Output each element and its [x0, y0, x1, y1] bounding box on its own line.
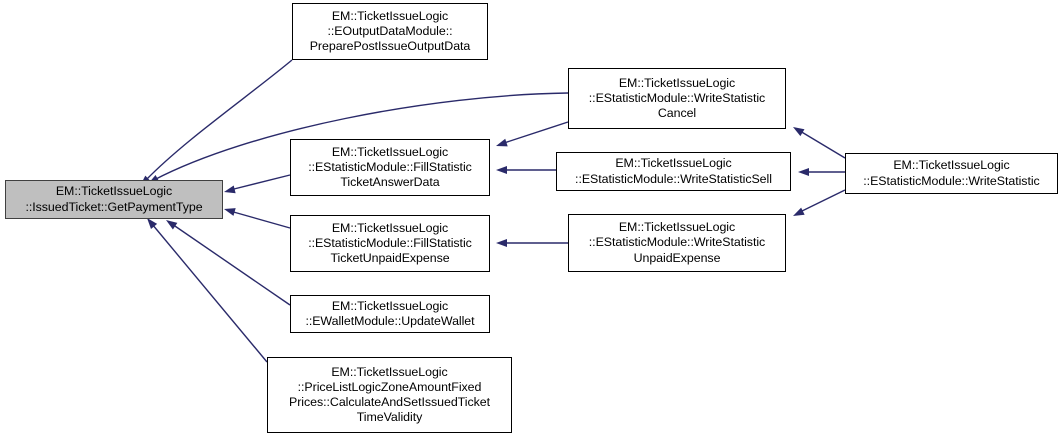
graph-node-label: EM::TicketIssueLogic ::EStatisticModule:… [863, 158, 1040, 188]
graph-node-label: EM::TicketIssueLogic ::EStatisticModule:… [588, 75, 766, 121]
graph-node-label: EM::TicketIssueLogic ::EStatisticModule:… [308, 144, 472, 190]
graph-node-update-wallet[interactable]: EM::TicketIssueLogic ::EWalletModule::Up… [290, 295, 490, 333]
graph-edge-write-statistic-to-write-statistic-unpaid-expense [793, 189, 846, 216]
graph-node-label: EM::TicketIssueLogic ::EStatisticModule:… [308, 220, 472, 266]
graph-node-label: EM::TicketIssueLogic ::EOutputDataModule… [309, 8, 471, 54]
graph-node-get-payment-type[interactable]: EM::TicketIssueLogic ::IssuedTicket::Get… [5, 180, 223, 219]
graph-node-label: EM::TicketIssueLogic ::EWalletModule::Up… [305, 298, 475, 328]
graph-edge-write-statistic-to-write-statistic-sell [798, 168, 845, 176]
graph-node-write-statistic-cancel[interactable]: EM::TicketIssueLogic ::EStatisticModule:… [568, 68, 786, 129]
graph-edge-write-statistic-sell-to-fill-statistic-ticket-answer-data [496, 166, 556, 174]
graph-node-label: EM::TicketIssueLogic ::IssuedTicket::Get… [25, 184, 203, 214]
graph-node-calculate-and-set-issued-ticket-time-validity[interactable]: EM::TicketIssueLogic ::PriceListLogicZon… [267, 357, 512, 433]
graph-node-label: EM::TicketIssueLogic ::EStatisticModule:… [575, 156, 772, 186]
graph-edge-prepare-post-issue-output-data-to-get-payment-type [140, 59, 293, 186]
graph-edge-write-statistic-to-write-statistic-cancel [793, 127, 846, 159]
graph-edge-write-statistic-cancel-to-fill-statistic-ticket-answer-data [496, 121, 569, 147]
graph-node-write-statistic-sell[interactable]: EM::TicketIssueLogic ::EStatisticModule:… [556, 152, 791, 191]
graph-node-write-statistic[interactable]: EM::TicketIssueLogic ::EStatisticModule:… [845, 153, 1058, 194]
graph-edge-calculate-and-set-issued-ticket-time-validity-to-get-payment-type [147, 218, 268, 363]
graph-edge-write-statistic-unpaid-expense-to-fill-statistic-ticket-unpaid-expense [496, 239, 568, 247]
graph-node-fill-statistic-ticket-unpaid-expense[interactable]: EM::TicketIssueLogic ::EStatisticModule:… [290, 215, 490, 272]
graph-node-fill-statistic-ticket-answer-data[interactable]: EM::TicketIssueLogic ::EStatisticModule:… [290, 139, 490, 196]
graph-node-write-statistic-unpaid-expense[interactable]: EM::TicketIssueLogic ::EStatisticModule:… [568, 214, 786, 272]
graph-edge-fill-statistic-ticket-unpaid-expense-to-get-payment-type [224, 208, 291, 229]
graph-edge-fill-statistic-ticket-answer-data-to-get-payment-type [224, 174, 291, 194]
graph-node-label: EM::TicketIssueLogic ::PriceListLogicZon… [289, 364, 490, 425]
graph-node-prepare-post-issue-output-data[interactable]: EM::TicketIssueLogic ::EOutputDataModule… [292, 3, 488, 60]
graph-edge-update-wallet-to-get-payment-type [166, 220, 291, 306]
graph-node-label: EM::TicketIssueLogic ::EStatisticModule:… [588, 220, 766, 265]
